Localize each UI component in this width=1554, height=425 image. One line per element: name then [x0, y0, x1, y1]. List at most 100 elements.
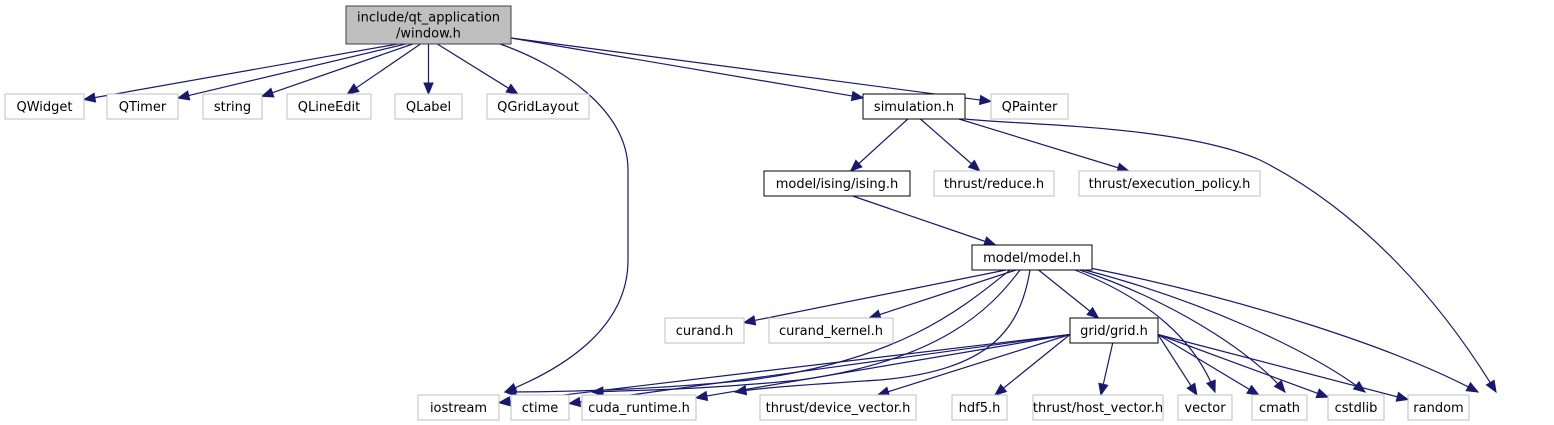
- edge-line: [850, 118, 909, 172]
- arrowhead-icon: [1465, 381, 1480, 393]
- edge-grid-to-iostream: [497, 333, 1071, 407]
- edge-line: [1157, 334, 1198, 396]
- node-label: curand_kernel.h: [779, 324, 883, 339]
- node-grid[interactable]: grid/grid.h: [1069, 317, 1159, 344]
- node-label: model/model.h: [983, 251, 1081, 266]
- node-reduce: thrust/reduce.h: [933, 170, 1055, 197]
- arrowhead-icon: [1205, 379, 1216, 394]
- edge-line: [920, 118, 981, 172]
- node-label: cstdlib: [1335, 401, 1378, 416]
- edge-grid-to-device_vector: [876, 333, 1071, 397]
- edge-line: [743, 269, 1006, 324]
- node-box: [345, 5, 512, 45]
- arrowhead-icon: [993, 383, 1008, 396]
- edge-line: [83, 43, 398, 101]
- node-label: thrust/execution_policy.h: [1089, 177, 1251, 192]
- node-label: include/qt_application: [357, 11, 500, 26]
- node-box: [951, 394, 1008, 421]
- edge-grid-to-cstdlib: [1157, 333, 1330, 399]
- node-vector: vector: [1177, 394, 1233, 421]
- node-box: [664, 317, 745, 344]
- edge-model-to-vector: [1074, 269, 1216, 394]
- node-QWidget: QWidget: [4, 93, 85, 120]
- edge-line: [261, 43, 414, 97]
- edge-line: [1038, 269, 1099, 319]
- node-box: [4, 93, 85, 120]
- node-box: [1078, 170, 1261, 197]
- node-string: string: [202, 93, 263, 120]
- edge-simulation-to-reduce: [920, 118, 981, 172]
- arrowhead-icon: [567, 396, 582, 408]
- edge-line: [499, 43, 629, 393]
- edge-window-to-QLineEdit: [346, 43, 421, 95]
- node-host_vector: thrust/host_vector.h: [1032, 394, 1164, 421]
- node-ctime: ctime: [510, 394, 570, 421]
- node-QLineEdit: QLineEdit: [286, 93, 372, 120]
- node-random: random: [1407, 394, 1470, 421]
- node-model[interactable]: model/model.h: [971, 244, 1093, 271]
- edge-line: [734, 269, 1031, 393]
- arrowhead-icon: [1485, 379, 1497, 394]
- node-box: [486, 93, 590, 120]
- node-box: [1069, 317, 1159, 344]
- arrowhead-icon: [849, 159, 863, 172]
- edge-grid-to-host_vector: [1098, 342, 1114, 397]
- node-ising[interactable]: model/ising/ising.h: [763, 170, 911, 197]
- node-box: [1407, 394, 1470, 421]
- edge-window-to-QPainter: [510, 37, 993, 106]
- arrowhead-icon: [1315, 388, 1330, 399]
- node-label: QLineEdit: [298, 100, 361, 115]
- node-cstdlib: cstdlib: [1327, 394, 1385, 421]
- node-box: [394, 93, 463, 120]
- arrowhead-icon: [590, 386, 604, 397]
- arrowhead-icon: [82, 92, 97, 103]
- edge-line: [346, 43, 421, 95]
- arrowhead-icon: [497, 396, 512, 407]
- arrowhead-icon: [1395, 391, 1410, 402]
- node-box: [971, 244, 1093, 271]
- edge-line: [869, 269, 1017, 319]
- edge-window-to-QWidget: [82, 43, 398, 103]
- node-box: [1251, 394, 1308, 421]
- edge-model-to-curand: [742, 269, 1006, 326]
- node-label: QPainter: [1002, 100, 1058, 115]
- node-curand_kernel: curand_kernel.h: [768, 317, 894, 344]
- edge-model-to-grid: [1038, 269, 1100, 319]
- node-label: /window.h: [396, 27, 461, 42]
- node-window[interactable]: include/qt_application/window.h: [345, 5, 512, 45]
- edge-line: [958, 118, 1129, 172]
- node-box: [417, 394, 500, 421]
- edge-window-to-QTimer: [176, 43, 406, 101]
- node-exec_policy: thrust/execution_policy.h: [1078, 170, 1261, 197]
- node-box: [1032, 394, 1164, 421]
- node-box: [768, 317, 894, 344]
- edge-model-to-curand_kernel: [867, 269, 1017, 320]
- node-label: thrust/host_vector.h: [1033, 401, 1163, 416]
- edge-line: [436, 43, 519, 95]
- node-label: QTimer: [119, 100, 167, 115]
- node-label: iostream: [430, 401, 487, 416]
- node-box: [202, 93, 263, 120]
- edges-layer: [82, 37, 1497, 408]
- edge-line: [510, 37, 864, 99]
- arrowhead-icon: [505, 83, 519, 95]
- node-simulation[interactable]: simulation.h: [862, 93, 966, 120]
- arrowhead-icon: [978, 94, 993, 106]
- edge-line: [1157, 333, 1329, 398]
- node-label: grid/grid.h: [1080, 324, 1148, 339]
- arrowhead-icon: [982, 236, 997, 247]
- node-label: cuda_runtime.h: [588, 401, 690, 416]
- arrowhead-icon: [967, 159, 981, 172]
- node-QPainter: QPainter: [990, 93, 1069, 120]
- node-box: [286, 93, 372, 120]
- node-box: [581, 394, 697, 421]
- edge-model-to-random: [1089, 267, 1480, 393]
- edge-grid-to-ctime: [567, 333, 1071, 408]
- node-label: QGridLayout: [497, 100, 579, 115]
- arrowhead-icon: [1273, 379, 1286, 394]
- arrowhead-icon: [1246, 384, 1260, 396]
- node-label: thrust/reduce.h: [944, 177, 1044, 192]
- node-device_vector: thrust/device_vector.h: [759, 394, 917, 421]
- node-iostream: iostream: [417, 394, 500, 421]
- edge-grid-to-random: [1157, 333, 1410, 402]
